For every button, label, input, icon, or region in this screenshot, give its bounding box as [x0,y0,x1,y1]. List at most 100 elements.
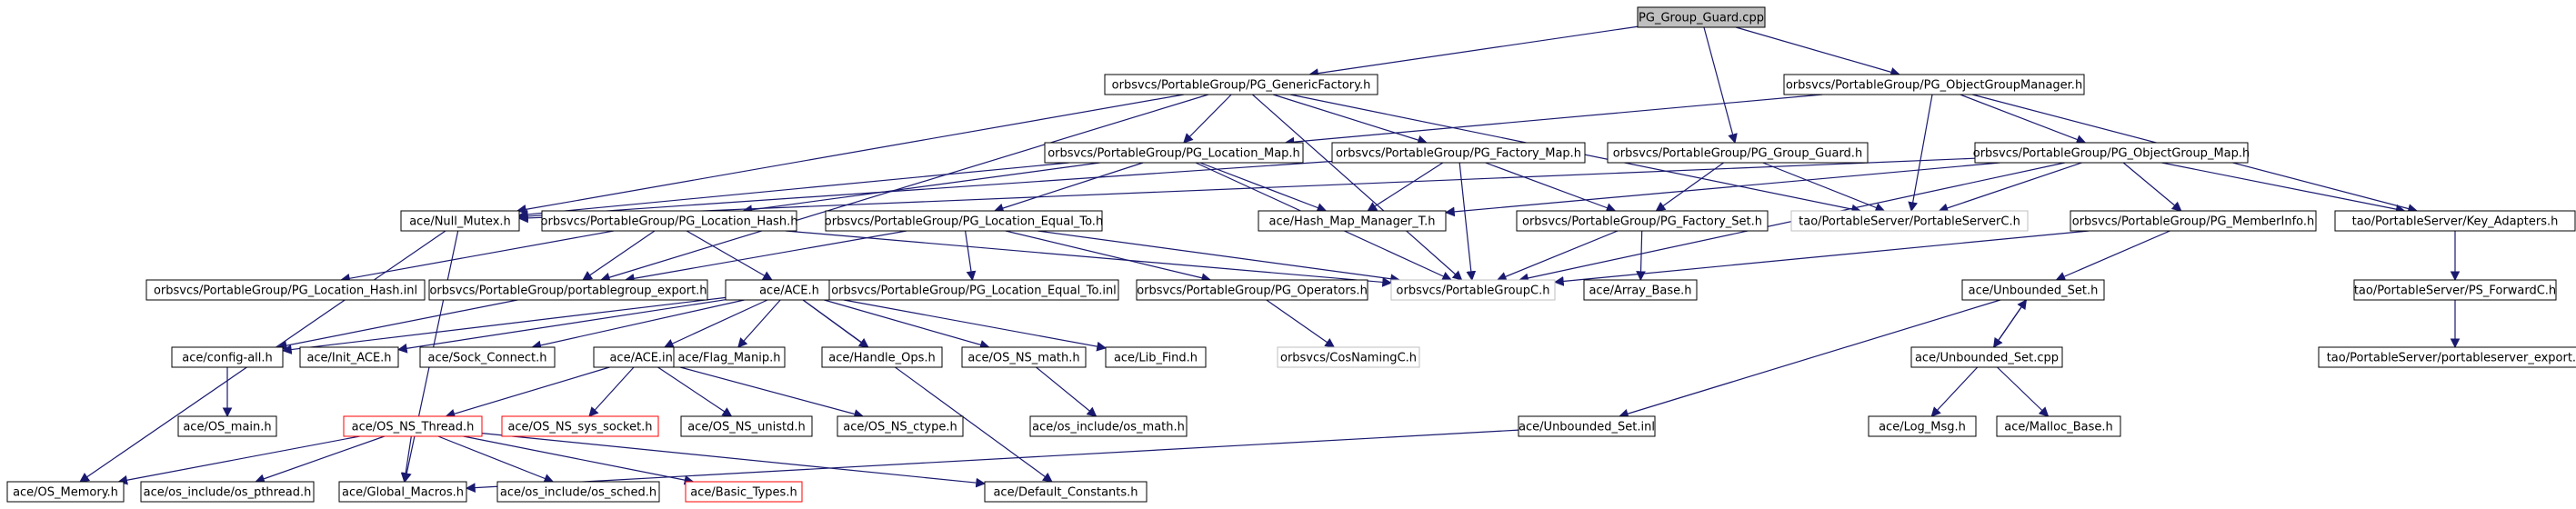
file-node[interactable]: tao/PortableServer/PortableServerC.h [1790,210,2029,232]
file-node[interactable]: tao/PortableServer/PS_ForwardC.h [2353,279,2557,301]
file-node[interactable]: ace/Lib_Find.h [1105,346,1207,368]
node-box [837,415,964,437]
dependency-edge [1553,230,2090,286]
file-node[interactable]: ace/Sock_Connect.h [419,346,556,368]
node-label: orbsvcs/PortableGroup/PG_Location_Map.h [1047,147,1300,161]
file-node[interactable]: ace/Basic_Types.h [685,481,803,503]
dependency-edge [1735,26,1900,77]
node-label: orbsvcs/PortableGroup/PG_Factory_Set.h [1522,215,1762,229]
dependency-edge [1993,299,2028,348]
node-label: ace/ACE.h [759,284,819,298]
dependency-edge [117,435,360,485]
file-node[interactable]: ace/Hash_Map_Manager_T.h [1258,210,1447,232]
file-node[interactable]: ace/OS_Memory.h [6,481,125,503]
file-node[interactable]: orbsvcs/CosNamingC.h [1277,346,1420,368]
file-node[interactable]: orbsvcs/PortableGroup/PG_MemberInfo.h [2070,210,2317,232]
file-node[interactable]: ace/os_include/os_sched.h [496,481,660,503]
node-label: tao/PortableServer/portableserver_export… [2327,352,2576,365]
node-box [1783,74,2085,95]
file-node[interactable]: orbsvcs/PortableGroup/PG_Factory_Set.h [1516,210,1769,232]
file-node[interactable]: ace/OS_NS_sys_socket.h [501,415,659,437]
file-node[interactable]: orbsvcs/PortableGroup/PG_Location_Equal_… [828,279,1119,301]
root-node[interactable]: PG_Group_Guard.cpp [1637,6,1766,28]
dependency-edge [1762,162,1886,213]
dependency-edge [2055,230,2170,282]
file-node[interactable]: orbsvcs/PortableGroup/portablegroup_expo… [428,279,708,301]
file-node[interactable]: tao/PortableServer/Key_Adapters.h [2334,210,2576,232]
file-node[interactable]: ace/OS_NS_unistd.h [680,415,813,437]
file-node[interactable]: ace/ACE.h [725,279,854,301]
dependency-edge [340,230,615,284]
node-label: orbsvcs/PortableGroup/PG_GenericFactory.… [1112,79,1371,93]
file-node[interactable]: orbsvcs/PortableGroup/PG_Factory_Map.h [1331,142,1586,164]
file-node[interactable]: ace/ACE.inl [593,346,693,368]
node-box [1518,415,1656,437]
node-box [496,481,660,503]
dependency-edge [1496,230,1619,282]
file-node[interactable]: tao/PortableServer/portableserver_export… [2318,346,2576,368]
file-node[interactable]: ace/Malloc_Base.h [1996,415,2121,437]
node-label: orbsvcs/PortableGroup/PG_Operators.h [1137,284,1368,298]
file-node[interactable]: ace/Global_Macros.h [338,481,467,503]
file-node[interactable]: ace/OS_main.h [177,415,277,437]
node-label: ace/Null_Mutex.h [409,215,511,229]
file-node[interactable]: orbsvcs/PortableGroupC.h [1390,279,1556,301]
file-node[interactable]: orbsvcs/PortableGroup/PG_ObjectGroupMana… [1783,74,2085,95]
node-label: ace/Unbounded_Set.cpp [1915,352,2059,365]
dependency-edge [1655,162,1724,212]
node-box [984,481,1148,503]
file-node[interactable]: ace/Null_Mutex.h [400,210,520,232]
node-box [2318,346,2576,368]
file-node[interactable]: orbsvcs/PortableGroup/PG_Location_Equal_… [825,210,1103,232]
node-box [299,346,399,368]
file-node[interactable]: ace/OS_NS_ctype.h [837,415,964,437]
file-node[interactable]: ace/OS_NS_Thread.h [343,415,483,437]
file-node[interactable]: orbsvcs/PortableGroup/PG_Group_Guard.h [1607,142,1869,164]
dependency-edge [255,435,386,484]
node-label: ace/OS_NS_Thread.h [352,421,475,434]
file-node[interactable]: orbsvcs/PortableGroup/PG_Operators.h [1136,279,1368,301]
dependency-edge [663,299,768,348]
dependency-edge [1908,94,1933,213]
file-node[interactable]: ace/Default_Constants.h [984,481,1148,503]
node-box [1105,346,1207,368]
file-node[interactable]: ace/config-all.h [171,346,284,368]
dependency-edge [1636,230,1646,282]
node-box [419,346,556,368]
node-box [1258,210,1447,232]
file-node[interactable]: orbsvcs/PortableGroup/PG_Location_Hash.i… [145,279,426,301]
file-node[interactable]: ace/Unbounded_Set.inl [1518,415,1656,437]
file-node[interactable]: orbsvcs/PortableGroup/PG_Location_Map.h [1044,142,1304,164]
node-box [680,415,813,437]
dependency-edge [1199,162,1328,213]
file-node[interactable]: ace/Log_Msg.h [1868,415,1977,437]
file-node[interactable]: ace/Unbounded_Set.cpp [1910,346,2063,368]
dependency-edge [1284,94,1823,147]
file-node[interactable]: ace/Handle_Ops.h [821,346,943,368]
dependency-edge [400,435,412,484]
dependency-edge [1444,162,2000,217]
file-node[interactable]: ace/os_include/os_math.h [1029,415,1188,437]
file-node[interactable]: orbsvcs/PortableGroup/PG_Location_Hash.h [541,210,798,232]
node-label: orbsvcs/PortableGroup/PG_Factory_Map.h [1336,147,1581,161]
node-label: ace/Unbounded_Set.h [1969,284,2099,298]
node-label: ace/OS_NS_ctype.h [843,421,957,434]
file-node[interactable]: orbsvcs/PortableGroup/PG_ObjectGroup_Map… [1973,142,2250,164]
node-box [1044,142,1304,164]
file-node[interactable]: ace/Flag_Manip.h [673,346,786,368]
node-label: ace/Unbounded_Set.inl [1519,421,1655,434]
file-node[interactable]: ace/Unbounded_Set.h [1961,279,2105,301]
dependency-edge [588,366,635,417]
node-label: ace/OS_Memory.h [13,486,118,500]
node-label: orbsvcs/PortableGroup/PG_Location_Equal_… [825,215,1103,229]
node-label: ace/Basic_Types.h [690,486,797,500]
dependency-edge [517,160,1333,222]
file-node[interactable]: ace/os_include/os_pthread.h [140,481,315,503]
node-box [673,346,786,368]
file-node[interactable]: ace/Array_Base.h [1583,279,1698,301]
file-node[interactable]: ace/OS_NS_math.h [961,346,1087,368]
file-node[interactable]: ace/Init_ACE.h [299,346,399,368]
node-box [821,346,943,368]
dependency-edge [1930,366,1979,417]
file-node[interactable]: orbsvcs/PortableGroup/PG_GenericFactory.… [1104,74,1378,95]
